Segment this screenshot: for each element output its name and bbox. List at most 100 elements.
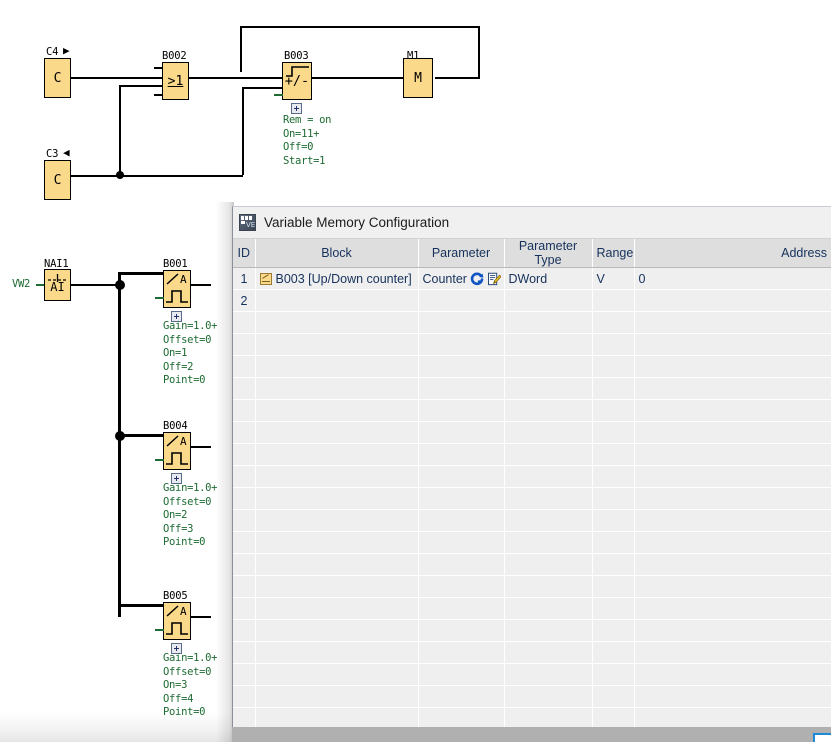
cell-empty[interactable] <box>592 532 634 554</box>
cell-address[interactable]: 0 <box>634 268 831 290</box>
cell-empty[interactable] <box>255 510 418 532</box>
cell-empty[interactable] <box>233 312 255 334</box>
cell-empty[interactable] <box>592 378 634 400</box>
cell-empty[interactable] <box>418 334 504 356</box>
block-b004[interactable]: A <box>163 432 191 470</box>
cell-empty[interactable] <box>255 664 418 686</box>
cell-empty[interactable] <box>592 422 634 444</box>
cell-empty[interactable] <box>634 400 831 422</box>
table-row-empty[interactable] <box>233 356 831 378</box>
cell-empty[interactable] <box>255 312 418 334</box>
cell-empty[interactable] <box>504 598 592 620</box>
table-row-empty[interactable] <box>233 708 831 729</box>
block-c3[interactable]: C <box>44 160 71 200</box>
cell-id[interactable]: 2 <box>233 290 255 312</box>
cell-empty[interactable] <box>634 686 831 708</box>
cell-empty[interactable] <box>418 356 504 378</box>
cell-empty[interactable] <box>504 664 592 686</box>
cell-empty[interactable] <box>634 598 831 620</box>
cell-empty[interactable] <box>504 488 592 510</box>
block-nai1[interactable]: AI <box>44 269 71 301</box>
cell-empty[interactable] <box>233 554 255 576</box>
cell-empty[interactable] <box>634 488 831 510</box>
table-row-empty[interactable] <box>233 664 831 686</box>
cell-empty[interactable] <box>504 378 592 400</box>
column-header-parameter-type[interactable]: Parameter Type <box>504 239 592 268</box>
cell-empty[interactable] <box>255 532 418 554</box>
cell-empty[interactable] <box>255 620 418 642</box>
table-row-empty[interactable] <box>233 532 831 554</box>
cell-empty[interactable] <box>634 334 831 356</box>
cell-empty[interactable] <box>592 576 634 598</box>
cell-empty[interactable] <box>504 422 592 444</box>
table-row-empty[interactable] <box>233 334 831 356</box>
cell-empty[interactable] <box>418 488 504 510</box>
cell-empty[interactable] <box>233 708 255 729</box>
cell-empty[interactable] <box>634 444 831 466</box>
table-row-empty[interactable] <box>233 510 831 532</box>
cell-empty[interactable] <box>634 378 831 400</box>
cell-empty[interactable] <box>504 400 592 422</box>
table-row[interactable]: 2 <box>233 290 831 312</box>
cell-empty[interactable] <box>504 686 592 708</box>
cell-empty[interactable] <box>634 510 831 532</box>
cell-empty[interactable] <box>634 422 831 444</box>
cell-empty[interactable] <box>233 510 255 532</box>
cell-empty[interactable] <box>418 664 504 686</box>
cell-empty[interactable] <box>233 488 255 510</box>
cell-empty[interactable] <box>418 422 504 444</box>
cell-empty[interactable] <box>504 444 592 466</box>
cell-empty[interactable] <box>233 598 255 620</box>
table-row-empty[interactable] <box>233 422 831 444</box>
block-b002[interactable]: >1 <box>162 62 189 100</box>
edit-icon[interactable] <box>487 272 501 286</box>
cell-empty[interactable] <box>504 356 592 378</box>
cell-empty[interactable] <box>233 686 255 708</box>
cell-empty[interactable] <box>418 620 504 642</box>
column-header-range[interactable]: Range <box>592 239 634 268</box>
cell-empty[interactable] <box>255 378 418 400</box>
cell-block[interactable]: B003 [Up/Down counter] <box>255 268 418 290</box>
cell-empty[interactable] <box>233 444 255 466</box>
block-b003[interactable]: +/- <box>282 62 312 100</box>
cell-empty[interactable] <box>418 532 504 554</box>
table-row-empty[interactable] <box>233 312 831 334</box>
cell-empty[interactable] <box>418 444 504 466</box>
cell-empty[interactable] <box>504 312 592 334</box>
cell-empty[interactable] <box>418 510 504 532</box>
cell-empty[interactable] <box>255 466 418 488</box>
cell-empty[interactable] <box>233 642 255 664</box>
cell-empty[interactable] <box>504 642 592 664</box>
cell-empty[interactable] <box>233 356 255 378</box>
table-row-empty[interactable] <box>233 598 831 620</box>
table-row-empty[interactable] <box>233 554 831 576</box>
cell-empty[interactable] <box>634 642 831 664</box>
cell-empty[interactable] <box>418 598 504 620</box>
table-row-empty[interactable] <box>233 488 831 510</box>
expand-plus-icon-b003[interactable] <box>291 103 302 114</box>
window-title-bar[interactable]: VE Variable Memory Configuration <box>233 207 831 239</box>
table-row-empty[interactable] <box>233 576 831 598</box>
cell-empty[interactable] <box>418 400 504 422</box>
column-header-block[interactable]: Block <box>255 239 418 268</box>
cell-empty[interactable] <box>504 334 592 356</box>
cell-empty[interactable] <box>504 708 592 729</box>
cell-empty[interactable] <box>634 532 831 554</box>
cell-empty[interactable] <box>418 686 504 708</box>
cell-empty[interactable] <box>634 576 831 598</box>
column-header-parameter[interactable]: Parameter <box>418 239 504 268</box>
cell-empty[interactable] <box>418 642 504 664</box>
cell-empty[interactable] <box>634 466 831 488</box>
cell-empty[interactable] <box>255 686 418 708</box>
table-row-empty[interactable] <box>233 686 831 708</box>
cell-empty[interactable] <box>634 664 831 686</box>
cell-empty[interactable] <box>504 576 592 598</box>
cell-empty[interactable] <box>592 510 634 532</box>
cell-empty[interactable] <box>504 532 592 554</box>
cell-empty[interactable] <box>255 708 418 729</box>
cell-empty[interactable] <box>233 664 255 686</box>
cell-empty[interactable] <box>233 378 255 400</box>
block-b005[interactable]: A <box>163 602 191 640</box>
cell-empty[interactable] <box>255 334 418 356</box>
variable-memory-table[interactable]: ID Block Parameter Parameter Type Range … <box>233 239 831 728</box>
